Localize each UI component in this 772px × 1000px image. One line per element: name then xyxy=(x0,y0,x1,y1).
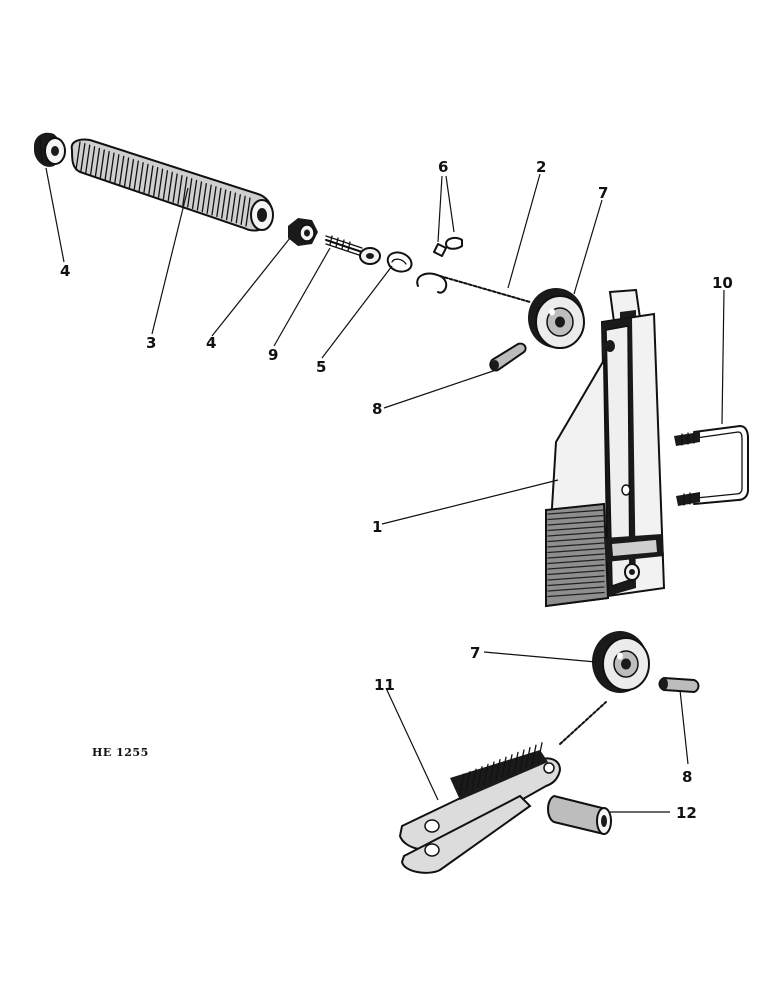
part-5-clip xyxy=(386,251,413,273)
part-2-cable xyxy=(416,272,531,303)
part-12-bushing xyxy=(547,794,612,836)
callout-1: 1 xyxy=(372,518,382,536)
callout-2: 2 xyxy=(536,158,546,176)
part-4-end-cap-left xyxy=(34,132,66,167)
part-11-clevis xyxy=(398,742,562,874)
callout-4-nut: 4 xyxy=(206,334,216,352)
callout-11: 11 xyxy=(374,676,395,694)
callout-5: 5 xyxy=(316,358,326,376)
callout-7-upper: 7 xyxy=(598,184,608,202)
cable-lower-segment xyxy=(559,701,607,745)
callout-8-lower: 8 xyxy=(682,768,692,786)
callout-8-upper: 8 xyxy=(372,400,382,418)
part-1-bracket xyxy=(544,288,666,608)
part-7-pulley-lower xyxy=(592,631,650,693)
drawing-reference-code: HE 1255 xyxy=(92,746,149,759)
callout-7-lower: 7 xyxy=(470,644,480,662)
callout-4-left: 4 xyxy=(60,262,70,280)
callout-10: 10 xyxy=(712,274,733,292)
part-3-coil-spring xyxy=(70,138,274,232)
part-6-pins xyxy=(433,236,463,257)
callout-12: 12 xyxy=(676,804,697,822)
leader-lines xyxy=(45,167,725,813)
part-7-pulley-upper xyxy=(528,288,585,349)
part-8-pin-lower xyxy=(658,676,700,694)
callout-9: 9 xyxy=(268,346,278,364)
callout-6: 6 xyxy=(438,158,448,176)
part-10-u-bolt xyxy=(674,425,749,506)
part-8-pin-upper xyxy=(489,342,527,372)
callout-labels: 4 3 4 9 5 6 2 7 8 10 1 7 8 11 12 xyxy=(60,158,733,822)
callout-3: 3 xyxy=(146,334,156,352)
part-9-eye-bolt xyxy=(325,235,381,265)
part-4-nut xyxy=(288,218,318,246)
